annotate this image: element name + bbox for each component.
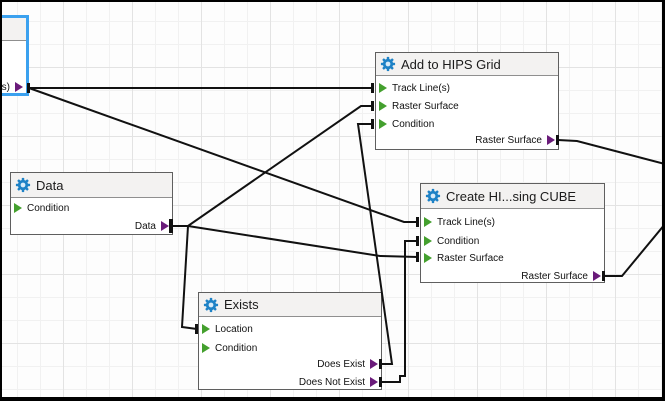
port-input-condition[interactable]: Condition [202,342,257,354]
port-label: Location [215,323,253,335]
gear-icon [425,188,441,204]
connection-line[interactable] [381,240,418,383]
input-port-arrow-icon [424,217,432,227]
connection-line[interactable] [604,223,665,277]
wire-endpoint [371,119,374,129]
gear-icon [380,56,396,72]
wire-endpoint [416,236,419,246]
output-port-arrow-icon [15,82,23,92]
input-port-arrow-icon [424,253,432,263]
port-label: Track Line(s) [437,216,495,228]
port-output-does-exist[interactable]: Does Exist [317,358,378,370]
port-label: Track Line(s) [392,82,450,94]
port-label: Condition [27,202,70,214]
port-output-raster-surface[interactable]: Raster Surface [521,270,601,282]
port-output-raster-surface[interactable]: Raster Surface [475,134,555,146]
input-port-arrow-icon [202,324,210,334]
port-output-does-not-exist[interactable]: Does Not Exist [299,376,378,388]
node-data[interactable]: Data Condition Data [10,172,173,235]
input-port-arrow-icon [424,236,432,246]
node-title: Data [36,177,64,193]
port-input-raster-surface[interactable]: Raster Surface [424,252,504,264]
wire-endpoint [416,252,419,262]
port-label: Does Exist [317,358,365,370]
port-input-condition[interactable]: Condition [379,118,434,130]
input-port-arrow-icon [379,119,387,129]
connection-line[interactable] [172,105,373,227]
port-label: Does Not Exist [298,376,365,388]
port-label: (s) [0,81,10,93]
port-label: Raster Surface [437,252,504,264]
node-add-to-hips-grid-titlebar[interactable]: Add to HIPS Grid [376,53,558,76]
connection-line[interactable] [180,225,198,330]
port-label: Condition [437,235,480,247]
port-input-location[interactable]: Location [202,323,253,335]
port-label: Raster Surface [392,100,459,112]
port-label: Raster Surface [521,270,588,282]
node-title: Create HI...sing CUBE [446,188,577,204]
port-output-s[interactable]: (s) [0,81,23,93]
node-add-to-hips-grid[interactable]: Add to HIPS Grid Track Line(s) Raster Su… [375,52,559,150]
output-port-arrow-icon [547,135,555,145]
node-title: Exists [224,297,259,312]
node-title: Add to HIPS Grid [401,56,501,72]
connection-line[interactable] [187,225,419,258]
port-label: Condition [215,342,258,354]
gear-icon [203,297,219,312]
node-partial-selected[interactable]: (s) [0,15,29,96]
port-input-track-lines[interactable]: Track Line(s) [424,216,495,228]
output-port-arrow-icon [370,359,378,369]
port-output-data[interactable]: Data [135,220,169,232]
port-input-condition[interactable]: Condition [14,202,69,214]
node-partial-titlebar[interactable] [0,18,26,41]
gear-icon [15,177,31,193]
output-port-arrow-icon [161,221,169,231]
wire-endpoint [371,83,374,93]
node-exists-titlebar[interactable]: Exists [199,293,381,317]
output-port-arrow-icon [370,377,378,387]
node-exists[interactable]: Exists Location Condition Does Exist Doe… [198,292,382,390]
connection-line[interactable] [557,139,665,165]
input-port-arrow-icon [379,83,387,93]
port-label: Raster Surface [475,134,542,146]
wire-endpoint [416,217,419,227]
port-input-condition[interactable]: Condition [424,235,479,247]
node-create-hips-using-cube-titlebar[interactable]: Create HI...sing CUBE [421,184,604,209]
input-port-arrow-icon [14,203,22,213]
wire-endpoint [371,101,374,111]
node-create-hips-using-cube[interactable]: Create HI...sing CUBE Track Line(s) Cond… [420,183,605,283]
port-input-raster-surface[interactable]: Raster Surface [379,100,459,112]
port-input-track-lines[interactable]: Track Line(s) [379,82,450,94]
node-data-titlebar[interactable]: Data [11,173,172,198]
input-port-arrow-icon [379,101,387,111]
port-label: Condition [392,118,435,130]
output-port-arrow-icon [593,271,601,281]
port-label: Data [134,220,156,232]
input-port-arrow-icon [202,343,210,353]
